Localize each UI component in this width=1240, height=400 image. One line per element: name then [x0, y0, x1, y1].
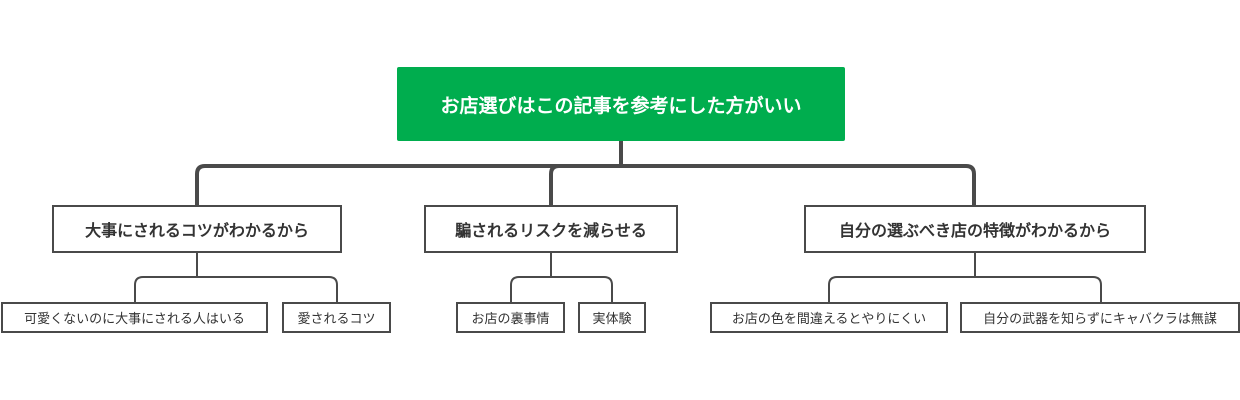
leaf-topic-1-2[interactable]: 愛されるコツ [282, 302, 391, 333]
branch-topic-3[interactable]: 自分の選ぶべき店の特徴がわかるから [804, 205, 1146, 253]
connector-branch1-leaves [134, 252, 338, 303]
leaf-topic-2-1[interactable]: お店の裏事情 [456, 302, 565, 333]
leaf-topic-3-1[interactable]: お店の色を間違えるとやりにくい [710, 302, 948, 333]
leaf-topic-3-2[interactable]: 自分の武器を知らずにキャバクラは無謀 [960, 302, 1240, 333]
leaf-topic-1-1[interactable]: 可愛くないのに大事にされる人はいる [1, 302, 268, 333]
branch-topic-1[interactable]: 大事にされるコツがわかるから [52, 205, 342, 253]
connector-branch-middle [549, 164, 561, 207]
root-topic[interactable]: お店選びはこの記事を参考にした方がいい [397, 67, 845, 141]
connector-branch2-leaves [510, 252, 613, 303]
branch-topic-2[interactable]: 騙されるリスクを減らせる [424, 205, 678, 253]
connector-branch3-leaves [828, 252, 1102, 303]
leaf-topic-2-2[interactable]: 実体験 [578, 302, 646, 333]
connector-branch-bar [195, 164, 976, 207]
